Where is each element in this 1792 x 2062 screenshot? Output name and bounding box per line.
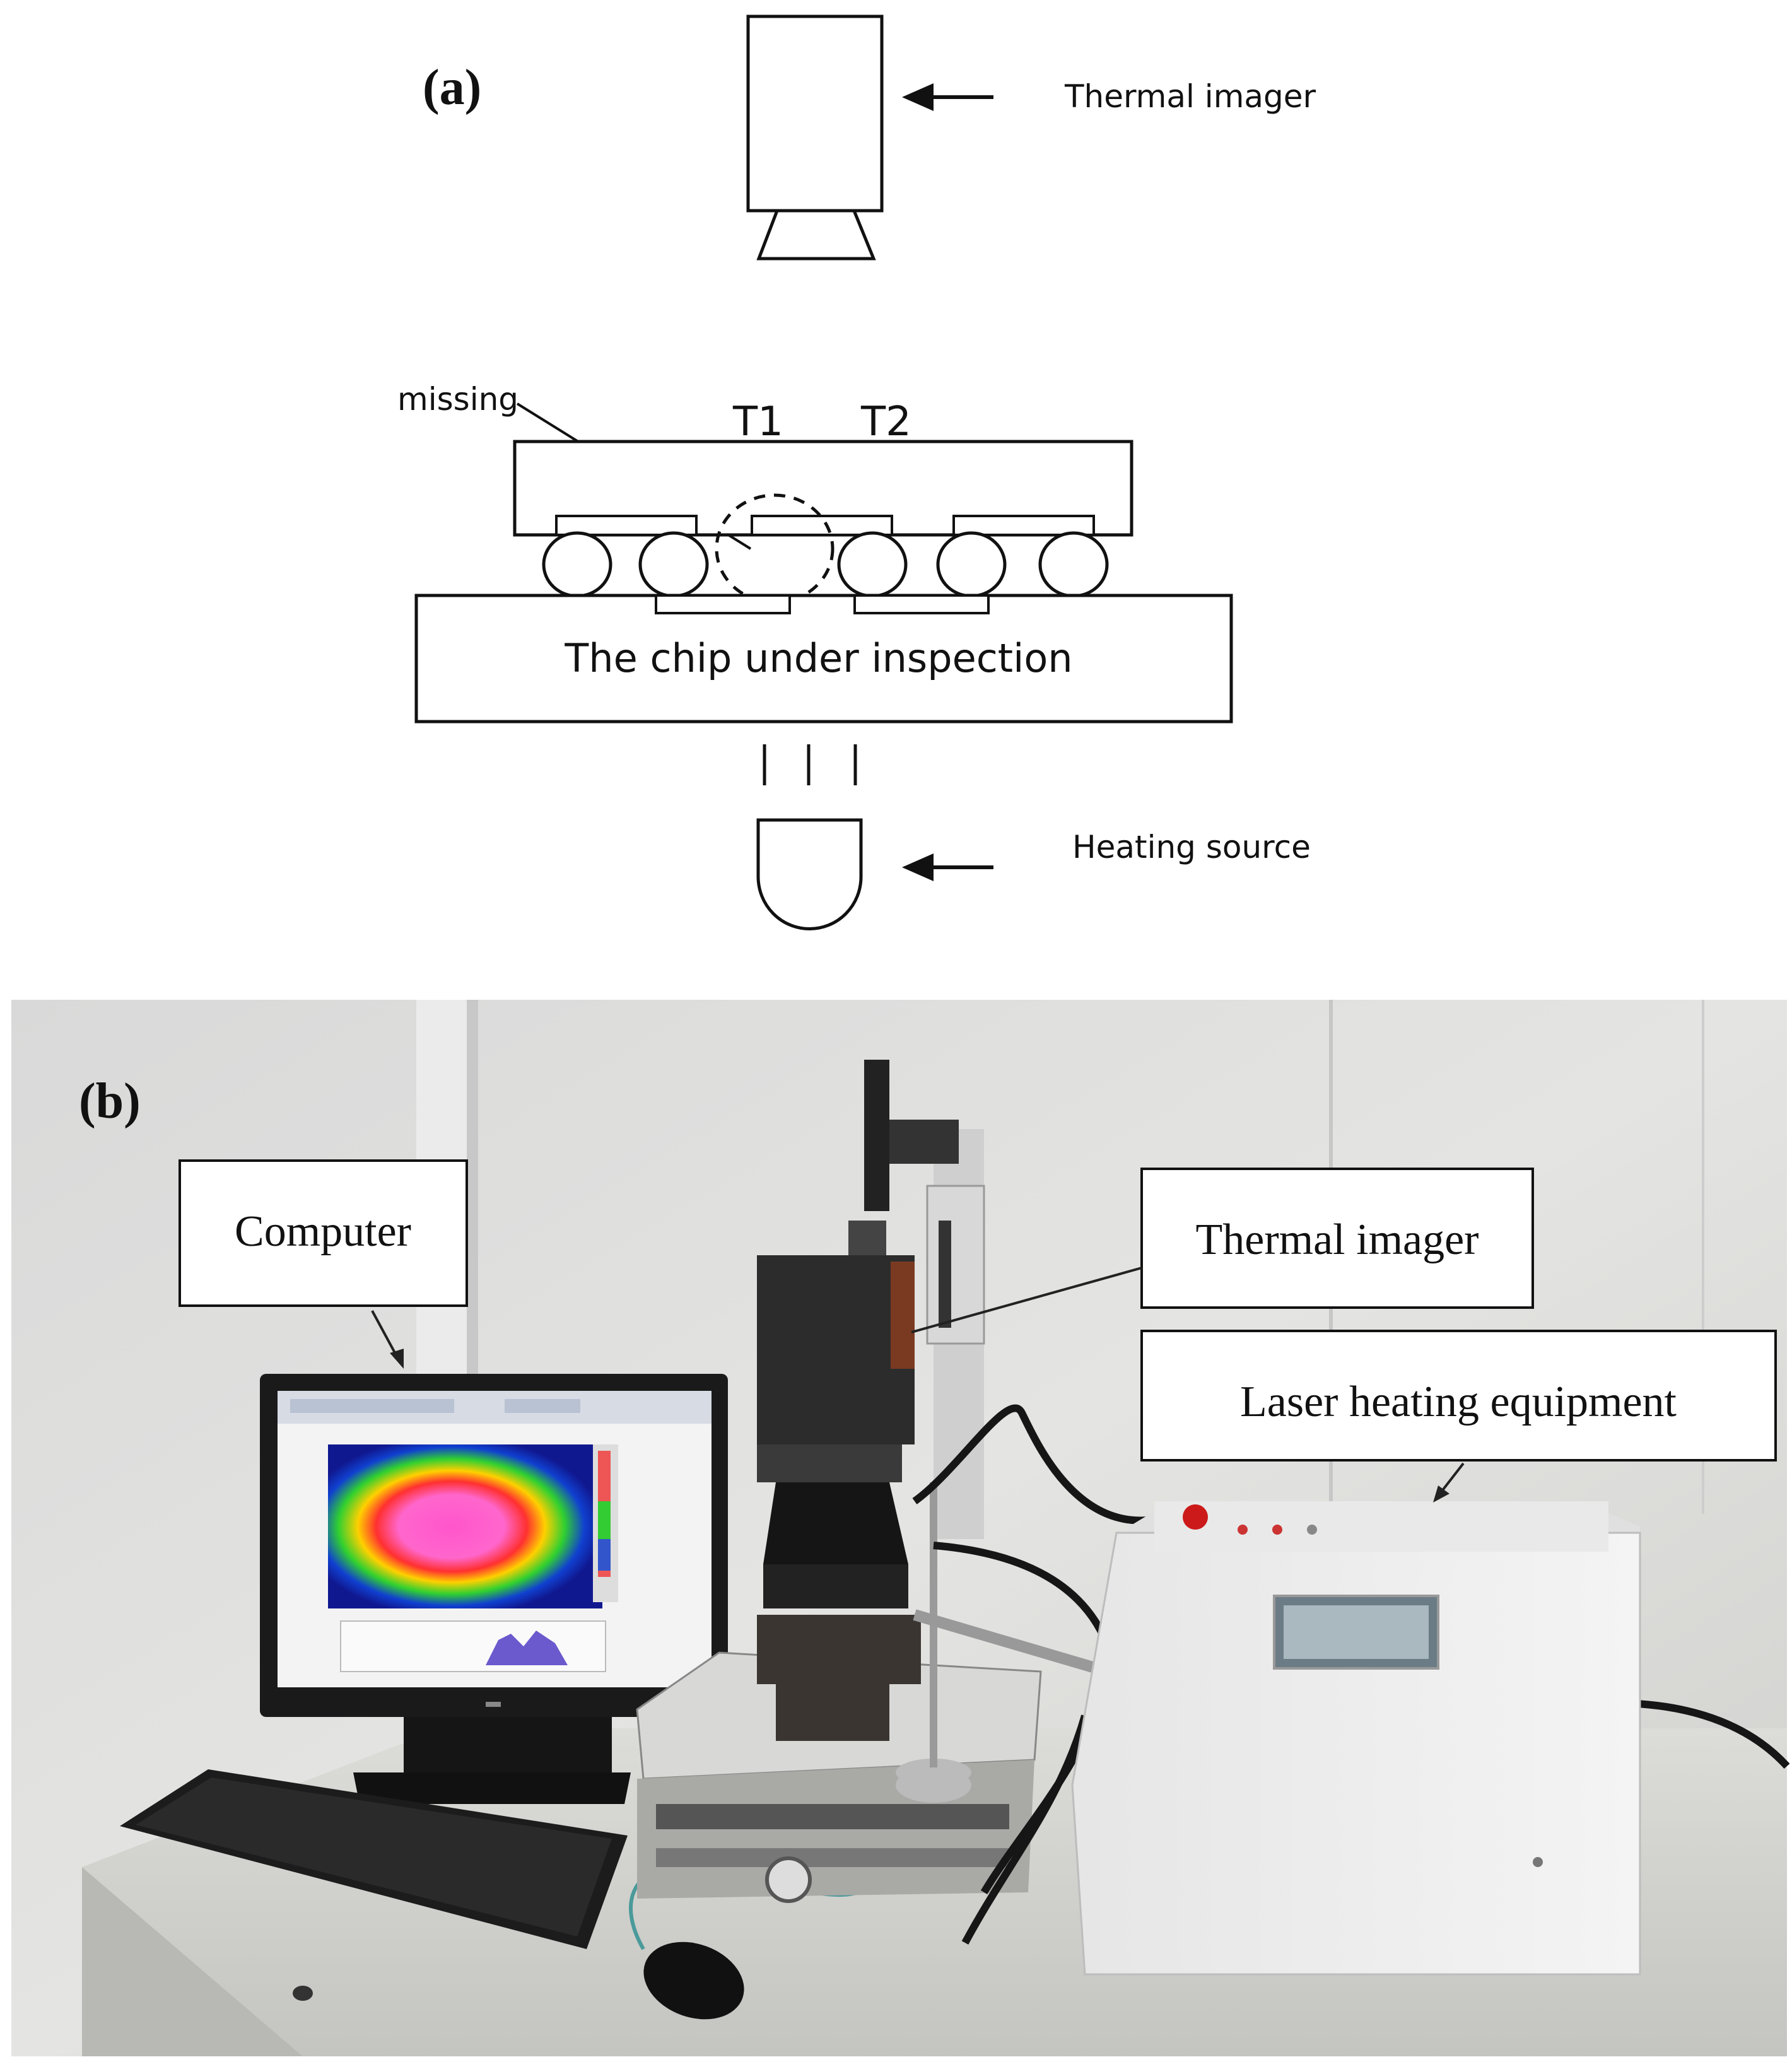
emergency-stop-button [1183,1504,1208,1530]
thermal-imager-pointer [911,1267,1142,1333]
computer-label: Computer [235,1207,411,1256]
camera-lens [763,1482,908,1564]
computer-pointer [371,1310,404,1369]
computer-label-box [179,1159,468,1307]
missing-label: missing [397,381,518,418]
cables [912,1404,1790,1945]
monitor [260,1374,728,1804]
thermal-imager-label-a: Thermal imager [1064,78,1316,115]
panel-a-label: (a) [423,60,481,115]
t1-label: T1 [732,399,783,445]
t2-label: T2 [860,399,911,445]
mouse [643,1942,744,2020]
camera-body [757,1255,915,1444]
heating-source-icon [756,818,863,930]
thermal-imager-label-box [1140,1168,1534,1309]
thermal-imager-icon [746,15,884,261]
lower-pads [655,594,990,614]
chip-label: The chip under inspection [564,635,1072,681]
thermal-imager-device [757,1060,1131,1803]
thermal-display [328,1444,602,1608]
heating-source-label: Heating source [1072,829,1311,865]
drawer-knob [293,1986,313,2001]
panel-b-label: (b) [79,1074,141,1129]
table-front [82,1867,303,2056]
solder-balls [542,531,1109,598]
xy-stage [636,1651,1042,1903]
heat-rays [763,744,857,785]
panel-a: (a) Thermal imager missing T1 T2 [397,15,1316,930]
thermal-imager-label-b: Thermal imager [1196,1216,1479,1264]
panel-b-photo: (b) Computer Thermal imager Laser heatin… [11,1000,1790,2056]
laser-heating-pointer [1433,1462,1465,1503]
heating-source-arrow [902,853,993,881]
laser-heating-label-box [1140,1330,1777,1462]
chip-substrate [414,594,1233,723]
thermal-imager-arrow [902,83,993,111]
laser-heating-device [1071,1501,1641,1976]
laser-heating-label: Laser heating equipment [1240,1378,1677,1426]
